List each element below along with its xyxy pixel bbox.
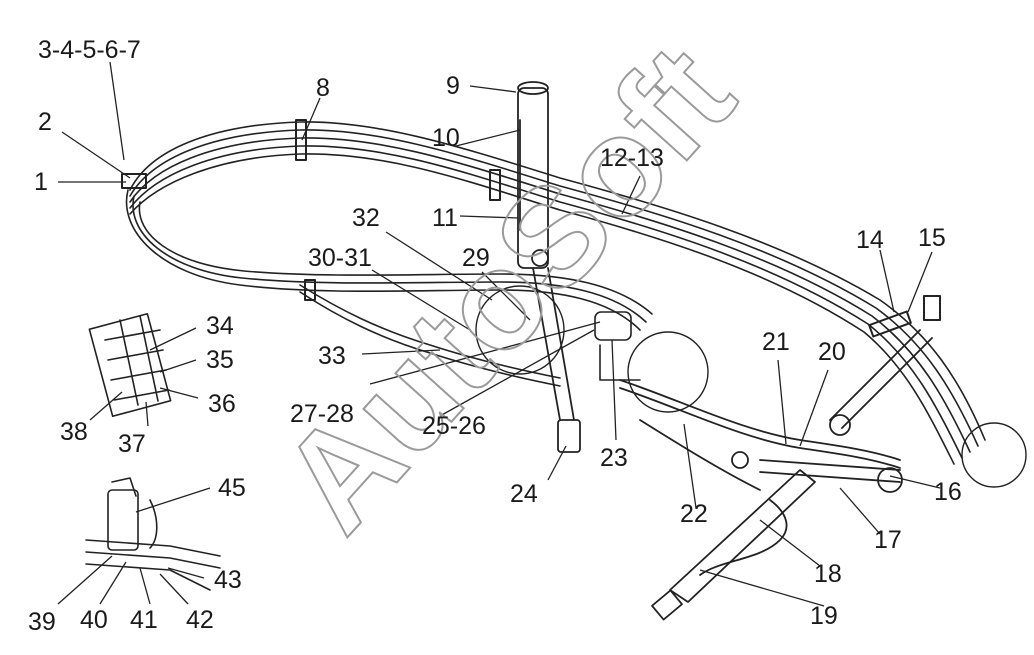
valve-block — [594, 311, 641, 381]
label-20: 20 — [818, 338, 846, 366]
label-15: 15 — [918, 224, 946, 252]
label-38: 38 — [60, 418, 88, 446]
label-2: 2 — [38, 108, 52, 136]
lower-cylinder — [619, 329, 933, 621]
label-29: 29 — [462, 244, 490, 272]
label-33: 33 — [318, 342, 346, 370]
leader-lines — [57, 61, 941, 607]
label-43: 43 — [214, 566, 242, 594]
label-19: 19 — [810, 602, 838, 630]
label-25-26: 25-26 — [422, 412, 486, 440]
inset-bracket-39-45 — [85, 477, 221, 591]
label-23: 23 — [600, 444, 628, 472]
label-39: 39 — [28, 608, 56, 636]
label-9: 9 — [446, 72, 460, 100]
label-12-13: 12-13 — [600, 144, 664, 172]
label-27-28: 27-28 — [290, 400, 354, 428]
label-37: 37 — [118, 430, 146, 458]
label-40: 40 — [80, 606, 108, 634]
hose-bundle-lower — [125, 189, 653, 387]
callout-labels: 1 2 3-4-5-6-7 8 9 10 11 12-13 14 15 16 1… — [28, 36, 962, 636]
vertical-cylinder — [517, 81, 581, 453]
label-21: 21 — [762, 328, 790, 356]
label-11: 11 — [432, 204, 458, 232]
label-45: 45 — [218, 474, 246, 502]
label-41: 41 — [130, 606, 158, 634]
inset-clip-34-38 — [88, 312, 172, 418]
bundle-clamps — [121, 119, 941, 338]
hose-bundle-upper — [129, 121, 986, 465]
label-30-31: 30-31 — [308, 244, 372, 272]
label-18: 18 — [814, 560, 842, 588]
label-36: 36 — [208, 390, 236, 418]
label-17: 17 — [874, 526, 902, 554]
label-1: 1 — [34, 168, 48, 196]
label-42: 42 — [186, 606, 214, 634]
label-8: 8 — [316, 74, 330, 102]
label-24: 24 — [510, 480, 538, 508]
detail-circles — [475, 285, 1027, 488]
label-34: 34 — [206, 312, 234, 340]
label-22: 22 — [680, 500, 708, 528]
label-10: 10 — [432, 124, 460, 152]
label-16: 16 — [934, 478, 962, 506]
label-32: 32 — [352, 204, 380, 232]
label-14: 14 — [856, 226, 884, 254]
label-35: 35 — [206, 346, 234, 374]
label-3-7: 3-4-5-6-7 — [38, 36, 141, 64]
